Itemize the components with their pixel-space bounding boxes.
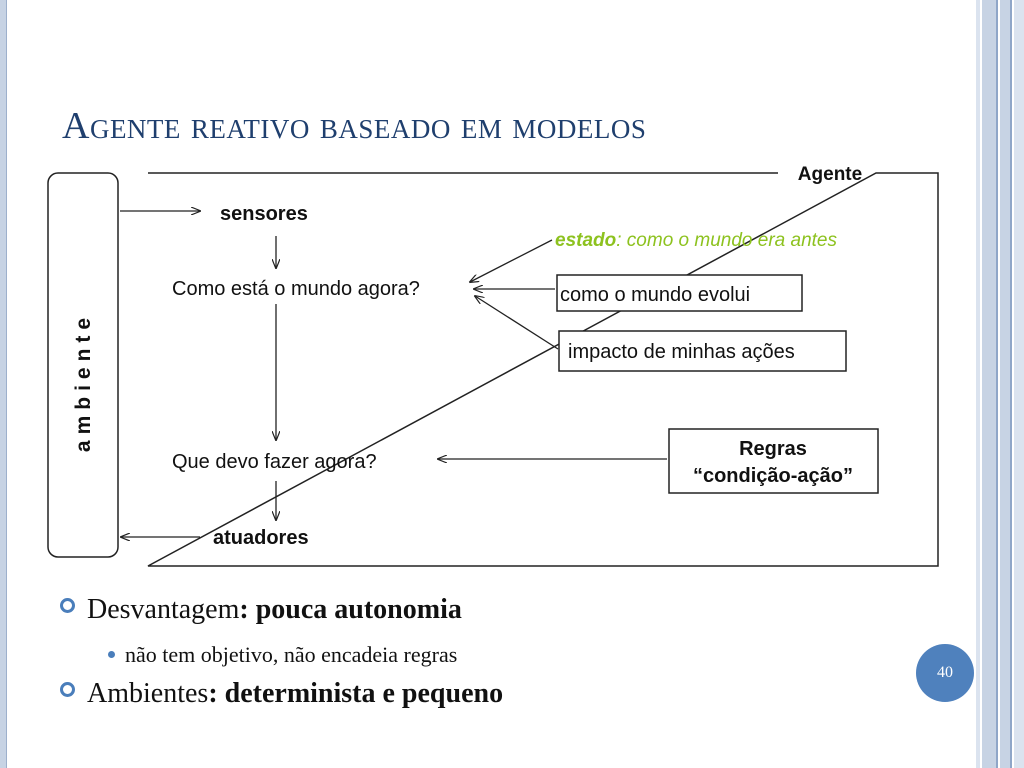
- rules-label-line1: Regras: [739, 438, 807, 460]
- page-number-badge: 40: [916, 644, 974, 702]
- ring-bullet-icon: [60, 598, 75, 613]
- left-frame-stripe: [0, 0, 7, 768]
- bullet-disadvantage: Desvantagem: pouca autonomia: [60, 594, 462, 626]
- rules-label-line2: “condição-ação”: [693, 465, 853, 487]
- bullet-sub-no-goal: não tem objetivo, não encadeia regras: [108, 642, 457, 668]
- ring-bullet-icon: [60, 682, 75, 697]
- environment-box: [47, 172, 119, 558]
- bullet-environments-bold: : determinista e pequeno: [208, 678, 504, 709]
- right-frame-stripes: [976, 0, 1024, 768]
- state-label: estado: como o mundo era antes: [555, 230, 837, 251]
- environment-label: ambiente: [72, 312, 95, 452]
- bullet-sub-text: não tem objetivo, não encadeia regras: [125, 642, 458, 667]
- agent-label: Agente: [798, 164, 862, 185]
- actuators-label: atuadores: [213, 527, 309, 549]
- state-arrow: [470, 239, 553, 282]
- what-to-do-label: Que devo fazer agora?: [172, 451, 377, 473]
- bullet-disadvantage-text: Desvantagem: [87, 594, 240, 625]
- action-impact-label: impacto de minhas ações: [568, 341, 795, 363]
- world-evolves-box: [556, 274, 803, 312]
- rules-box: [668, 428, 879, 494]
- sensors-label: sensores: [220, 203, 308, 225]
- action-impact-box: [558, 330, 847, 372]
- state-description: : como o mundo era antes: [616, 230, 837, 251]
- how-world-now-label: Como está o mundo agora?: [172, 278, 420, 300]
- slide-title: Agente reativo baseado em modelos: [62, 105, 647, 147]
- state-word: estado: [555, 230, 616, 251]
- agent-diagram: ambiente Agente sensores Como está o mun…: [47, 164, 939, 567]
- bullet-environments: Ambientes: determinista e pequeno: [60, 678, 503, 710]
- agent-box: [147, 172, 939, 567]
- bullet-environments-text: Ambientes: [87, 678, 209, 709]
- dot-bullet-icon: [108, 651, 115, 658]
- world-evolves-label: como o mundo evolui: [560, 284, 750, 306]
- action-impact-arrow: [475, 296, 559, 350]
- bullet-disadvantage-bold: : pouca autonomia: [239, 594, 462, 625]
